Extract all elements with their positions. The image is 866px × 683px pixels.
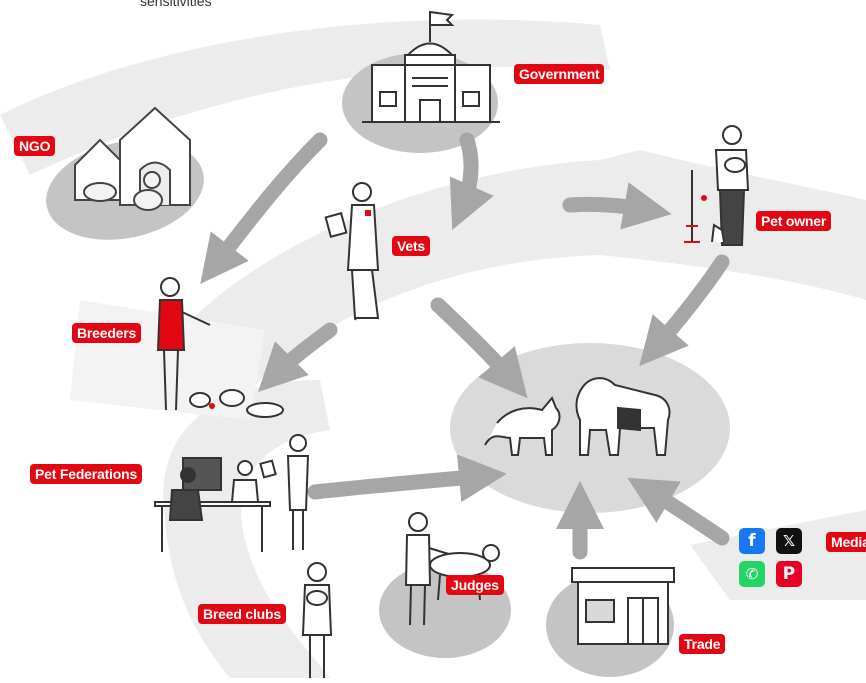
label-trade: Trade: [679, 634, 726, 654]
whatsapp-icon: ✆: [739, 561, 765, 587]
label-pet-federations: Pet Federations: [30, 464, 143, 484]
label-breeders: Breeders: [72, 323, 142, 343]
label-pet-owner: Pet owner: [756, 211, 832, 231]
cat-icon: [484, 396, 561, 456]
label-judges: Judges: [446, 575, 504, 595]
arrow-media-to-center: [627, 477, 730, 546]
label-government: Government: [514, 64, 605, 84]
breeder-icon: [156, 277, 284, 418]
vet-person-icon: [324, 182, 380, 321]
caption-fragment: sensitivities: [140, 0, 212, 9]
outer-band: [0, 19, 610, 175]
facebook-icon: f: [739, 528, 765, 554]
label-ngo: NGO: [14, 136, 56, 156]
label-vets: Vets: [392, 236, 430, 256]
center-pets-icon: [484, 377, 671, 456]
label-breed-clubs: Breed clubs: [198, 604, 286, 624]
federation-office-icon: [154, 434, 310, 552]
flow-arrows: [200, 132, 730, 560]
arrow-gov-to-breeders: [200, 132, 328, 284]
arrow-vets-to-breeders: [258, 322, 338, 392]
label-media: Media: [826, 532, 866, 552]
inner-band: [163, 380, 330, 678]
ngo-houses-icon: [74, 106, 191, 211]
media-band: [690, 510, 866, 600]
middle-band: [130, 150, 866, 420]
arrow-vets-to-petowner: [562, 182, 672, 230]
x-icon: 𝕏: [776, 528, 802, 554]
pet-owner-icon: [684, 125, 750, 246]
arrow-vets-to-center: [430, 297, 528, 399]
arrow-gov-to-vets: [449, 132, 494, 230]
arrow-petowner-to-center: [639, 254, 730, 367]
judge-with-dog-icon: [404, 512, 500, 626]
pinterest-icon: P: [776, 561, 802, 587]
breed-club-person-icon: [301, 562, 333, 678]
arrow-federations-to-center: [307, 454, 507, 503]
trade-shop-icon: [571, 567, 675, 645]
government-building-icon: [362, 10, 500, 123]
